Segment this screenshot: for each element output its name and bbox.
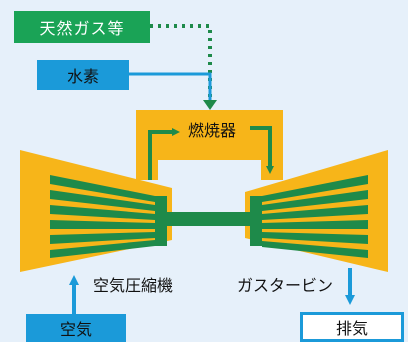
turbine-blade (262, 175, 368, 202)
turbine-blade (262, 232, 368, 244)
turbine-blade (262, 241, 368, 258)
turbine-hub (250, 196, 262, 246)
turbine-blade (262, 205, 368, 220)
turbine-label: ガスタービン (237, 276, 334, 295)
combustion-gas-arrow (250, 126, 274, 174)
compressor-label: 空気圧縮機 (93, 276, 174, 295)
hydrogen-label: 水素 (37, 60, 129, 90)
compressor-hub (155, 196, 167, 246)
combustor-label: 燃焼器 (188, 121, 237, 140)
compressor-blade (50, 220, 155, 229)
natural-gas-fuel-line (150, 24, 212, 108)
turbine-blade (262, 190, 368, 211)
exhaust-label: 排気 (300, 312, 404, 342)
compressor-blade (50, 175, 155, 202)
turbine-blade (262, 220, 368, 229)
natural-gas-label: 天然ガス等 (14, 11, 150, 43)
compressor-blade (50, 232, 155, 244)
shaft (167, 212, 250, 226)
compressor-blade (50, 240, 155, 258)
compressor-blade (50, 205, 155, 220)
compressed-air-arrow (148, 128, 180, 180)
compressor-blade (50, 190, 155, 211)
compressor-blades (50, 175, 167, 258)
hydrogen-fuel-line (129, 72, 212, 100)
combustor-casing (136, 110, 283, 180)
air-label: 空気 (26, 314, 126, 342)
fuel-inlet-arrow (203, 100, 217, 110)
turbine-blades (250, 175, 368, 258)
